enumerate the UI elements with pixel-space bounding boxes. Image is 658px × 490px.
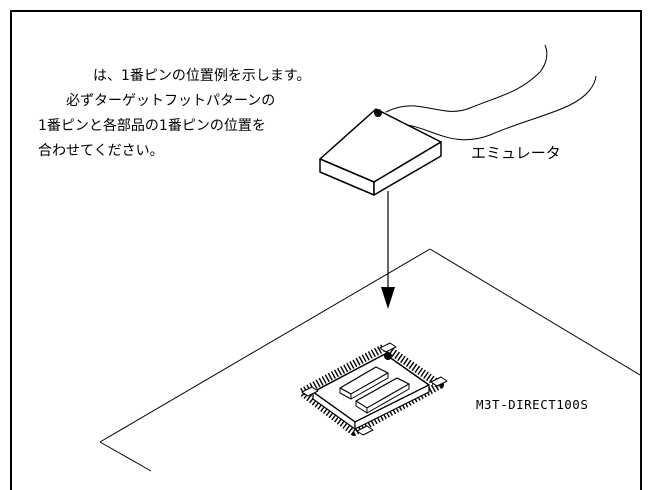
note-line-1: は、1番ピンの位置例を示します。 — [93, 68, 311, 84]
emulator-pin1-dot — [374, 109, 382, 117]
ic-pin1-dot — [384, 352, 392, 360]
note-line-3: 1番ピンと各部品の1番ピンの位置を — [38, 118, 266, 134]
emulator-label: エミュレータ — [471, 144, 561, 162]
ic-package — [298, 342, 448, 436]
note-line-2: 必ずターゲットフットパターンの — [66, 93, 275, 109]
note-line-4: 合わせてください。 — [38, 143, 164, 159]
pin1-note: は、1番ピンの位置例を示します。 必ずターゲットフットパターンの 1番ピンと各部… — [38, 68, 311, 159]
target-board — [99, 248, 641, 472]
mount-arrow — [381, 191, 395, 309]
emulator-box — [319, 108, 442, 196]
part-number-label: M3T-DIRECT100S — [476, 397, 588, 412]
diagram-frame — [10, 10, 642, 490]
emulator-cables — [385, 44, 597, 141]
